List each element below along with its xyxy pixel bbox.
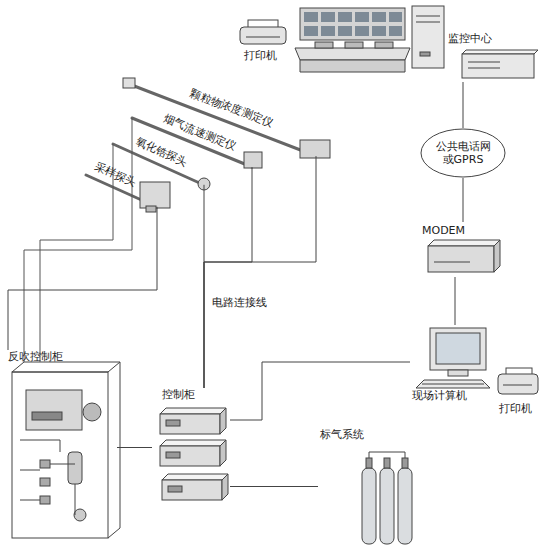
node-label: 控制柜 xyxy=(162,388,195,401)
connector-line xyxy=(230,486,318,487)
printer: 打印机 xyxy=(232,15,294,67)
monitoring-center: 监控中心 xyxy=(288,2,540,82)
connector-line xyxy=(117,447,152,448)
node-label: MODEM xyxy=(422,224,465,237)
connector-line xyxy=(204,167,252,388)
calibration-gas: 标气系统 xyxy=(318,428,410,545)
node-label: 打印机 xyxy=(244,49,277,62)
node-label: 颗粒物浓度测定仪 xyxy=(188,86,275,130)
edge-label: 电路连接线 xyxy=(212,296,267,309)
node-label: 公共电话网 或GPRS xyxy=(433,140,493,166)
connector-line xyxy=(204,156,316,388)
connector-line xyxy=(455,277,456,325)
blowback-cabinet: 反吹控制柜 xyxy=(2,350,117,545)
printer: 打印机 xyxy=(495,368,541,420)
control-cabinet: 控制柜 xyxy=(152,388,230,503)
field-computer: 现场计算机 xyxy=(410,325,500,405)
connector-line xyxy=(230,362,410,420)
connector-line xyxy=(463,178,464,222)
node-label: 监控中心 xyxy=(448,32,492,45)
node-label: 氧化锆探头 xyxy=(134,135,190,169)
node-label: 烟气流速测定仪 xyxy=(162,112,238,153)
connector-line xyxy=(463,82,464,128)
modem: MODEM xyxy=(418,222,508,277)
network-ellipse: 公共电话网 或GPRS xyxy=(420,128,506,178)
node-label: 现场计算机 xyxy=(412,389,467,402)
node-label: 反吹控制柜 xyxy=(8,350,63,363)
connector-line xyxy=(204,185,205,388)
node-label: 打印机 xyxy=(499,402,532,415)
sampling-probe: 采样探头 xyxy=(86,155,166,207)
video-wall xyxy=(300,8,405,40)
node-label: 标气系统 xyxy=(320,428,364,441)
node-label: 采样探头 xyxy=(93,160,138,190)
connector-line xyxy=(8,207,157,350)
